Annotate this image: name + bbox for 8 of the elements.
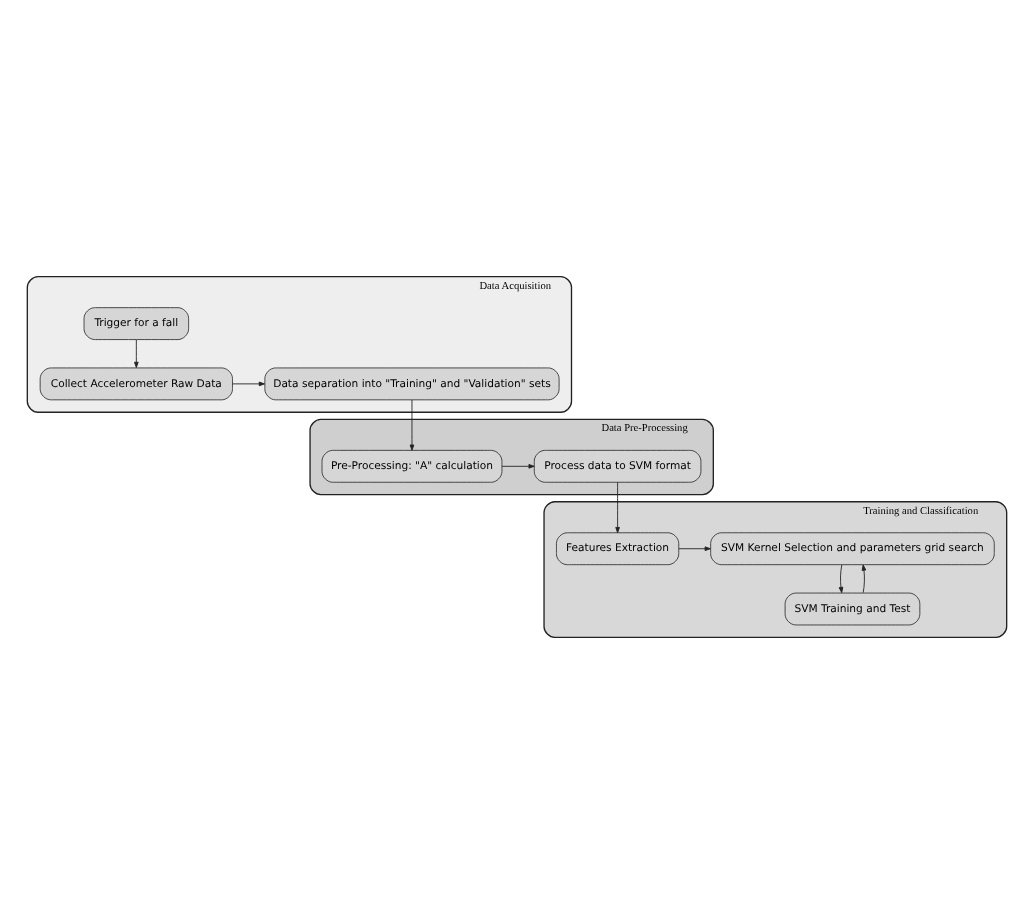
arrow [501,463,535,468]
arrow [615,480,620,533]
arrow [678,545,711,551]
arrow [134,338,139,367]
arrow [232,380,265,386]
arrow [409,398,415,450]
arrow [861,563,867,593]
arrow [838,563,844,593]
